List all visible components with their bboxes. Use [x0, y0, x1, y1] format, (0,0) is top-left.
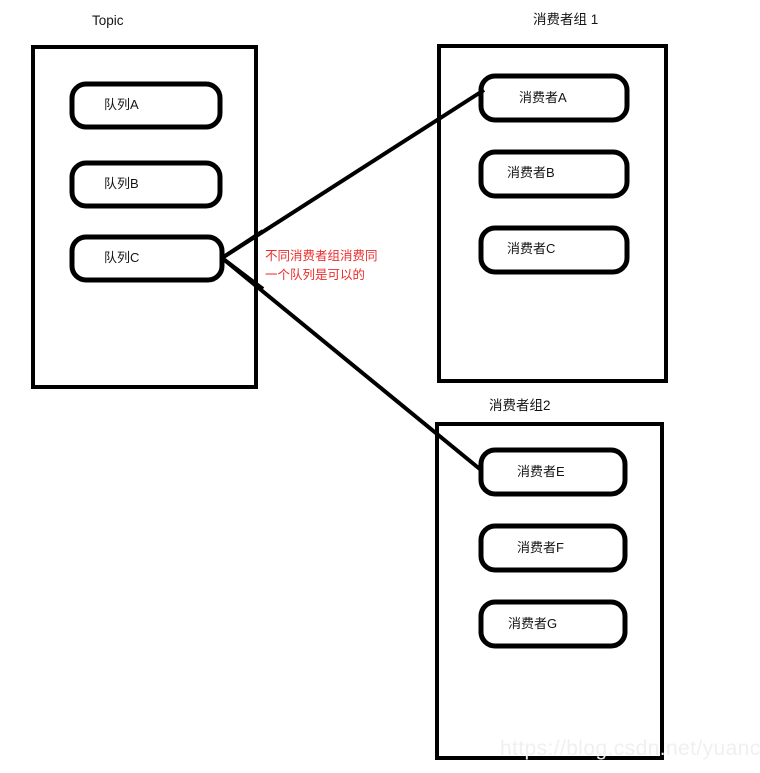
consumer-c-box[interactable] — [478, 225, 630, 275]
consumer-group-1-title: 消费者组 1 — [533, 12, 599, 27]
consumer-b-box[interactable] — [478, 149, 630, 199]
consumer-e-label: 消费者E — [517, 464, 565, 479]
consumer-group-2-title: 消费者组2 — [489, 398, 551, 413]
consumer-g-box[interactable] — [478, 599, 628, 649]
topic-container-box — [31, 45, 258, 389]
consumer-a-box[interactable] — [478, 73, 630, 123]
queue-a-label: 队列A — [104, 97, 139, 112]
arrowhead-lower-wing-icon — [220, 256, 265, 291]
consumer-e-box[interactable] — [478, 447, 628, 497]
queue-c-box[interactable] — [69, 234, 225, 283]
consumer-b-label: 消费者B — [507, 165, 555, 180]
annotation-note-line-1: 不同消费者组消费同 — [265, 249, 378, 263]
consumer-a-label: 消费者A — [519, 90, 567, 105]
consumer-g-label: 消费者G — [508, 616, 558, 631]
topic-title: Topic — [92, 13, 124, 28]
consumer-group-2-container-box — [435, 422, 664, 760]
consumer-f-label: 消费者F — [517, 540, 564, 555]
connector-queue-c-to-consumer-a — [220, 88, 486, 260]
consumer-c-label: 消费者C — [507, 241, 556, 256]
consumer-group-1-container-box — [437, 44, 668, 383]
queue-b-box[interactable] — [69, 160, 223, 209]
connector-queue-c-to-consumer-e — [220, 256, 483, 472]
arrowhead-upper-wing-icon — [220, 229, 265, 260]
annotation-note-line-2: 一个队列是可以的 — [265, 268, 366, 282]
queue-b-label: 队列B — [104, 176, 139, 191]
queue-c-label: 队列C — [104, 250, 140, 265]
queue-a-box[interactable] — [69, 81, 223, 130]
consumer-f-box[interactable] — [478, 523, 628, 573]
